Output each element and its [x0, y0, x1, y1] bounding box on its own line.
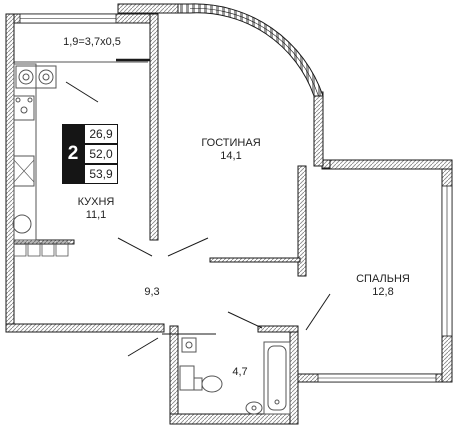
wall-hall-living [209, 257, 301, 263]
door-bedroom-2 [305, 293, 331, 331]
wall-living-bedroom [297, 165, 307, 277]
windows [19, 13, 453, 383]
bathtub-icon [263, 341, 291, 415]
wall-kitchen-living [149, 13, 159, 241]
balcony [13, 23, 150, 63]
shower-icon [181, 337, 197, 353]
door-living [167, 237, 209, 257]
wall-bedroom-top [321, 159, 453, 170]
wall-top-mid [117, 3, 179, 14]
curved-window-wall [177, 3, 324, 97]
doors [65, 81, 331, 357]
hall-area: 9,3 [144, 286, 160, 298]
curved-glass-line [189, 8, 319, 97]
kitchen-area: 11,1 [85, 209, 107, 221]
washing-machine-icon [12, 214, 32, 234]
living-area-value: 26,9 [84, 124, 118, 144]
door-kitchen [117, 237, 153, 257]
wall-bottom-left [5, 323, 165, 333]
kitchen-fixtures [12, 63, 69, 257]
living-area: 14,1 [220, 150, 242, 162]
door-bath [127, 337, 159, 357]
sink-icon [13, 155, 35, 187]
rooms-count: 2 [62, 124, 84, 184]
bedroom-area: 12,8 [372, 286, 394, 298]
living-name: ГОСТИНАЯ [201, 137, 261, 149]
door-bedroom [227, 311, 263, 329]
area-badge: 2 26,9 52,0 53,9 [62, 124, 118, 184]
bedroom-name: СПАЛЬНЯ [356, 273, 410, 285]
total-area-with-balcony-value: 53,9 [84, 164, 118, 184]
fridge-icon [13, 95, 35, 121]
bathroom-fixtures [179, 337, 291, 415]
kitchen-counter [13, 63, 37, 241]
toilet-icon [179, 365, 195, 391]
wall-bath-right [289, 325, 299, 425]
wall-living-right [313, 91, 324, 167]
wall-bath-top [257, 325, 299, 333]
bathroom-area: 4,7 [232, 366, 248, 378]
wall-bath-left [169, 325, 179, 425]
stove-icon [15, 65, 57, 89]
wall-bath-bottom [169, 413, 299, 425]
door-balcony [65, 81, 99, 103]
balcony-label: 1,9=3,7х0,5 [63, 36, 121, 48]
total-area-value: 52,0 [84, 144, 118, 164]
kitchen-name: КУХНЯ [77, 196, 115, 208]
wall-left [5, 13, 15, 333]
washbasin-icon [245, 401, 263, 415]
